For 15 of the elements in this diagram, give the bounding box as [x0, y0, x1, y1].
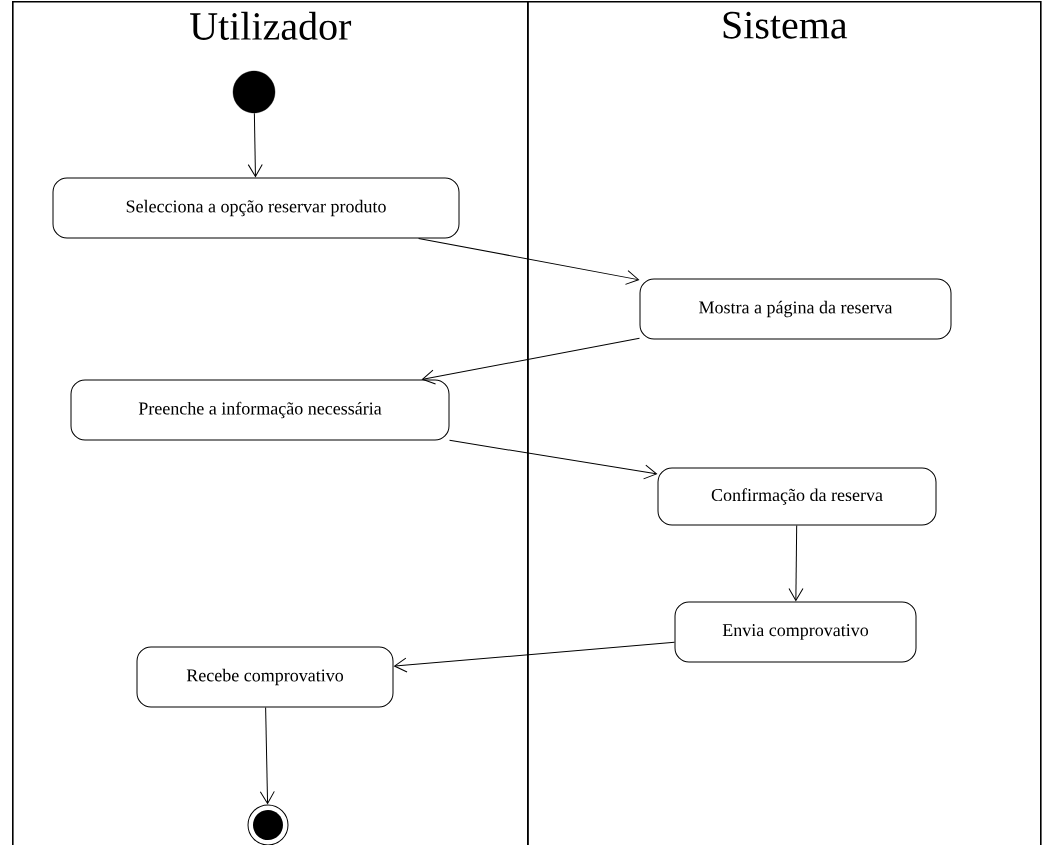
- end-node: [247, 804, 289, 845]
- arrow: [418, 238, 640, 285]
- activity-box: Recebe comprovativo: [136, 646, 394, 708]
- activity-box: Confirmação da reserva: [657, 467, 937, 526]
- arrow: [421, 337, 640, 385]
- arrow: [788, 525, 804, 601]
- arrow: [449, 439, 657, 480]
- activity-box: Mostra a página da reserva: [639, 278, 952, 340]
- activity-box: Envia comprovativo: [674, 601, 917, 663]
- arrow: [394, 641, 675, 673]
- start-node: [232, 70, 276, 114]
- activity-box: Selecciona a opção reservar produto: [52, 177, 460, 239]
- arrow: [247, 112, 263, 177]
- arrow: [259, 707, 275, 804]
- activity-box: Preenche a informação necessária: [70, 379, 450, 441]
